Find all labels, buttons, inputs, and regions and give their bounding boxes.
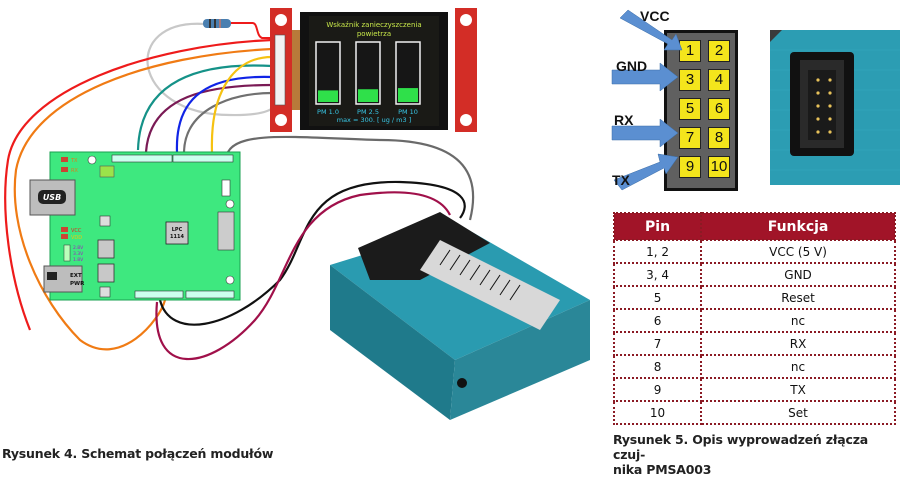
- arrow-gnd-icon: [611, 62, 679, 92]
- pin-5: 5: [679, 98, 701, 120]
- figure-5-caption: Rysunek 5. Opis wyprowadzeń złącza czuj-…: [613, 432, 900, 477]
- arrow-vcc-icon: [619, 9, 683, 51]
- display-title-2: powietrza: [357, 30, 391, 38]
- figure-5-caption-line-1: Rysunek 5. Opis wyprowadzeń złącza czuj-: [613, 432, 869, 462]
- arrow-label-vcc: VCC: [640, 8, 670, 24]
- pin-arrows: [611, 9, 683, 191]
- cell-function: Set: [700, 400, 896, 425]
- chip-label-1: LPC: [172, 227, 183, 233]
- pin-2: 2: [708, 40, 730, 62]
- pin-8: 8: [708, 127, 730, 149]
- header-function: Funkcja: [700, 212, 896, 241]
- arrow-label-rx: RX: [614, 112, 634, 128]
- display-bar-label: PM 2.5: [357, 108, 379, 116]
- cell-function: TX: [700, 377, 896, 402]
- figure-4-caption: Rysunek 4. Schemat połączeń modułów: [2, 446, 274, 461]
- sensor-connector-photo: [770, 30, 900, 185]
- pin-1: 1: [679, 40, 701, 62]
- wires: [4, 22, 475, 361]
- cell-function: nc: [700, 354, 896, 379]
- display-bars: PM 1.0 PM 2.5 PM 10: [315, 41, 421, 116]
- arrow-label-gnd: GND: [616, 58, 648, 74]
- cell-pin: 7: [612, 331, 703, 356]
- wire-gray-sensor: [227, 135, 475, 221]
- display-max-line: max = 300. [ ug / m3 ]: [337, 116, 412, 124]
- ext-pwr-label-2: PWR: [70, 281, 85, 287]
- chip-label-2: 1114: [170, 234, 184, 240]
- arrow-rx-icon: [611, 118, 679, 148]
- pin-4: 4: [708, 69, 730, 91]
- table-header-row: Pin Funkcja: [612, 212, 896, 241]
- cell-pin: 1, 2: [612, 239, 703, 264]
- cell-function: Reset: [700, 285, 896, 310]
- pin-3: 3: [679, 69, 701, 91]
- arrow-label-tx: TX: [612, 172, 630, 188]
- microcontroller-board: USB TX RX VCC VDD 2.8V 3.3V 1.8V EXT PWR…: [29, 151, 241, 301]
- display-bar-label: PM 10: [398, 108, 418, 116]
- display-bar-fill: [398, 88, 418, 102]
- wire-teal: [136, 64, 273, 151]
- wire-orange: [13, 47, 273, 351]
- led-label-vcc: VCC: [71, 228, 82, 234]
- led-label-vdd: VDD: [71, 235, 82, 241]
- pin-9: 9: [679, 156, 701, 178]
- ext-pwr-label-1: EXT: [70, 273, 82, 279]
- pin-7: 7: [679, 127, 701, 149]
- cell-function: nc: [700, 308, 896, 333]
- arrow-tx-icon: [613, 153, 679, 191]
- lcd-module: Wskaźnik zanieczyszczenia powietrza PM 1…: [270, 8, 477, 132]
- resistor: [203, 19, 272, 39]
- wire-darkgray: [182, 91, 273, 153]
- display-bar-fill: [318, 90, 338, 102]
- cell-function: VCC (5 V): [700, 239, 896, 264]
- usb-label: USB: [43, 193, 61, 202]
- header-pin: Pin: [612, 212, 703, 241]
- led-label-tx: TX: [70, 158, 78, 164]
- wire-purple: [144, 83, 273, 153]
- cell-function: GND: [700, 262, 896, 287]
- wire-blue: [175, 75, 273, 153]
- cell-pin: 8: [612, 354, 703, 379]
- voltage-label-28: 2.8V: [73, 245, 84, 251]
- pm-sensor: [330, 212, 590, 420]
- led-label-rx: RX: [71, 168, 78, 174]
- figure-5-caption-line-2: nika PMSA003: [613, 462, 712, 477]
- wire-magenta: [155, 191, 451, 361]
- display-bar-label: PM 1.0: [317, 108, 339, 116]
- pin-10: 10: [708, 156, 730, 178]
- voltage-label-33: 3.3V: [73, 251, 84, 257]
- wire-yellow: [210, 55, 273, 153]
- cell-pin: 10: [612, 400, 703, 425]
- voltage-label-18: 1.8V: [73, 257, 84, 263]
- cell-pin: 3, 4: [612, 262, 703, 287]
- display-bar-fill: [358, 89, 378, 102]
- pin-6: 6: [708, 98, 730, 120]
- cell-pin: 6: [612, 308, 703, 333]
- cell-function: RX: [700, 331, 896, 356]
- cell-pin: 9: [612, 377, 703, 402]
- wire-red: [4, 38, 273, 331]
- cell-pin: 5: [612, 285, 703, 310]
- display-title-1: Wskaźnik zanieczyszczenia: [326, 21, 421, 29]
- wiring-diagram: Wskaźnik zanieczyszczenia powietrza PM 1…: [4, 8, 590, 420]
